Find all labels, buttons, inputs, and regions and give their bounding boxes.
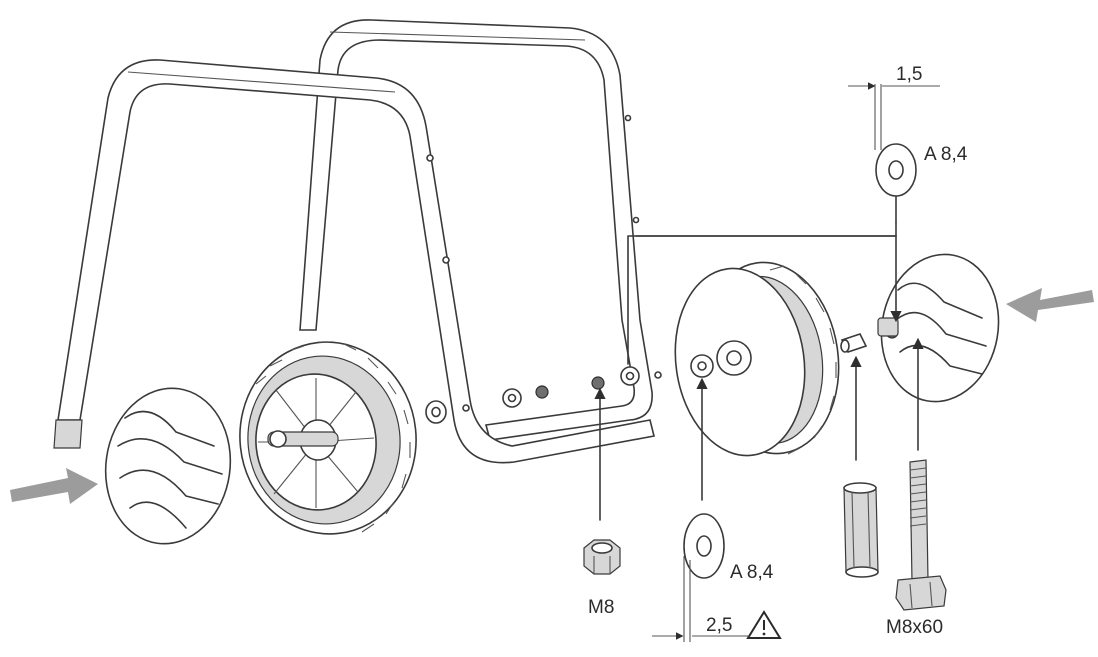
bolt-m8x60 [895, 459, 947, 611]
right-hub-cap [877, 253, 1000, 403]
frame-front-tube [57, 59, 662, 464]
direction-arrow-icon [10, 468, 98, 504]
warning-triangle-icon [746, 610, 782, 639]
washer-top [848, 82, 940, 197]
direction-arrow-icon [1006, 288, 1094, 322]
washer-bottom [652, 513, 748, 642]
dim-bottom-label: 2,5 [706, 615, 732, 636]
left-wheel-washer [425, 400, 447, 424]
spacer-tube [843, 482, 879, 578]
right-wheel [674, 261, 840, 457]
bolt-label: M8x60 [886, 617, 943, 638]
frame-mounting-holes [502, 366, 640, 408]
spacer-sleeve-small [840, 333, 868, 353]
left-hub-cap [104, 387, 232, 545]
washer-top-label: A 8,4 [924, 144, 968, 165]
frame-foot-cap [53, 419, 83, 449]
washer-bottom-label: A 8,4 [730, 562, 774, 583]
nut-m8 [583, 539, 621, 575]
dim-top-label: 1,5 [896, 64, 922, 85]
assembly-guide-lines [594, 195, 924, 521]
nut-label: M8 [588, 597, 614, 618]
left-wheel [239, 341, 417, 535]
